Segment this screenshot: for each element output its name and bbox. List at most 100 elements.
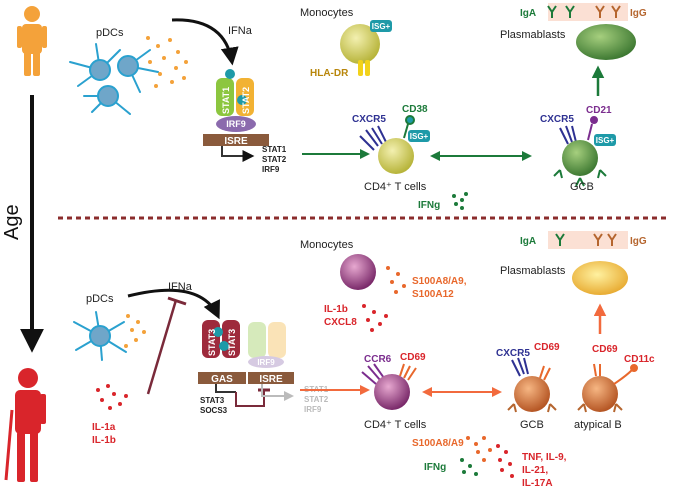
top-ifna-arrow — [171, 18, 239, 66]
top-monocyte-cell — [340, 24, 380, 64]
bottom-gene-socs3: SOCS3 — [200, 406, 228, 415]
il1-inhibition-line — [146, 299, 178, 395]
bottom-gas-label: GAS — [211, 374, 233, 385]
bottom-t-s100-label: S100A8/A9 — [412, 438, 464, 449]
top-plasmablasts-label: Plasmablasts — [500, 29, 566, 41]
bottom-cytokines-line-2: IL-21, — [522, 465, 548, 476]
top-gcb-cxcr5-label: CXCR5 — [540, 114, 574, 125]
top-transcription-arrow — [221, 146, 255, 162]
bottom-stat3-b-label: STAT3 — [227, 329, 237, 356]
bottom-t-cd69-receptor-icon — [399, 363, 417, 381]
bottom-cxcl8-label: CXCL8 — [324, 317, 357, 328]
top-t-cxcr5-label: CXCR5 — [352, 114, 386, 125]
top-ifng-dots — [452, 192, 468, 210]
top-cd21-label: CD21 — [586, 105, 612, 116]
bottom-igg-antibody-icons — [593, 233, 617, 246]
top-gene-3: IRF9 — [262, 165, 280, 174]
atypical-b-bcr-icons — [577, 403, 623, 413]
bottom-plasmablasts-label: Plasmablasts — [500, 265, 566, 277]
top-gcb-cell — [562, 140, 598, 176]
bottom-t-cell — [374, 374, 410, 410]
bottom-gcb-label: GCB — [520, 419, 544, 431]
bottom-gcb-bcr-icons — [507, 403, 557, 413]
il1a-label: IL-1a — [92, 422, 116, 433]
top-igg-label: IgG — [630, 8, 647, 19]
bottom-ifna-arrow — [127, 288, 220, 320]
top-t-isg-badge — [408, 130, 430, 142]
bottom-isre-label: ISRE — [259, 374, 283, 385]
bottom-pdcs-label: pDCs — [86, 293, 114, 305]
bottom-stat3-complex: STAT3 STAT3 — [202, 320, 240, 358]
bottom-t-ifng-dots — [460, 458, 478, 476]
top-cd21-receptor-icon — [587, 116, 598, 141]
top-gcb-cxcr5-receptor-icon — [559, 125, 577, 145]
bottom-gcb-cxcr5-label: CXCR5 — [496, 348, 530, 359]
top-pdcs-label: pDCs — [96, 27, 124, 39]
top-monocyte-isg-badge — [370, 20, 392, 32]
bottom-faded-stat-complex: IRF9 — [248, 322, 286, 368]
top-stat2-label: STAT2 — [241, 87, 251, 114]
ccr6-label: CCR6 — [364, 354, 392, 365]
bottom-plasmablast-cell — [572, 261, 628, 295]
bottom-iga-antibody-icon — [555, 233, 565, 246]
bottom-cytokines-line-1: TNF, IL-9, — [522, 452, 567, 463]
atypical-b-label: atypical B — [574, 419, 622, 431]
bottom-isre-bar — [248, 372, 294, 384]
bottom-stat3-transcription-arrow — [215, 384, 236, 393]
bottom-s100-line-1: S100A8/A9, — [412, 276, 467, 287]
top-ifng-label: IFNg — [418, 200, 440, 211]
top-gcb-label: GCB — [570, 181, 594, 193]
bottom-faded-gene-3: IRF9 — [304, 405, 322, 414]
bottom-faded-transcription-arrow — [261, 384, 294, 401]
bottom-gene-stat3: STAT3 — [200, 396, 225, 405]
old-person-icon — [4, 368, 46, 482]
bottom-t-cytokine-dots — [496, 444, 514, 478]
bottom-ifna-label: IFNa — [168, 281, 193, 293]
bottom-pdc-icon — [73, 311, 127, 361]
bottom-gcb-cd69-receptor-icon — [539, 365, 551, 381]
top-t-isg-label: ISG+ — [410, 132, 429, 141]
bottom-t-s100-dots — [466, 436, 492, 462]
top-gcb-isg-label: ISG+ — [596, 136, 615, 145]
top-ifna-dots — [146, 36, 188, 88]
bottom-socs3-inhibition — [235, 390, 265, 407]
cd11c-receptor-icon — [613, 364, 638, 385]
bottom-ifna-dots — [124, 314, 146, 348]
top-isre-label: ISRE — [224, 136, 248, 147]
top-monocytes-label: Monocytes — [300, 7, 354, 19]
hla-dr-receptor-icon — [358, 60, 370, 76]
bottom-iga-label: IgA — [520, 236, 536, 247]
il1b-label: IL-1b — [92, 435, 116, 446]
top-cd38-receptor-icon — [403, 115, 415, 139]
bottom-faded-irf9-label: IRF9 — [257, 358, 275, 367]
top-gcb-bcr-icons — [553, 169, 607, 187]
top-ifna-label: IFNa — [228, 25, 253, 37]
age-label: Age — [1, 204, 23, 240]
top-isre-bar — [203, 134, 269, 146]
bottom-gcb-cxcr5-receptor-icon — [511, 357, 529, 377]
bottom-monocyte-s100-dots — [386, 266, 406, 294]
bottom-gcb-cell — [514, 376, 550, 412]
top-pdc-cluster-icon — [69, 43, 159, 115]
hla-dr-label: HLA-DR — [310, 68, 349, 79]
bottom-ifng-label: IFNg — [424, 462, 446, 473]
bottom-cd4-t-label: CD4⁺ T cells — [364, 419, 427, 431]
bottom-il1-dots — [96, 384, 128, 410]
top-stat1-label: STAT1 — [221, 87, 231, 114]
atypical-b-cd69-receptor-icon — [593, 363, 601, 377]
top-igg-antibody-icons — [595, 5, 621, 18]
atypical-b-cell — [582, 376, 618, 412]
top-monocyte-isg-label: ISG+ — [372, 22, 391, 31]
top-cxcr5-receptor-icon — [359, 125, 387, 151]
top-gcb-isg-badge — [594, 134, 616, 146]
cd11c-label: CD11c — [624, 354, 655, 365]
bottom-monocyte-cell — [340, 254, 376, 290]
top-t-cell — [378, 138, 414, 174]
top-iga-antibody-icons — [547, 5, 575, 18]
bottom-monocyte-il1b-dots — [362, 304, 388, 332]
top-gene-2: STAT2 — [262, 155, 287, 164]
young-person-icon — [17, 6, 47, 76]
top-stat-complex: STAT1 STAT2 IRF9 — [216, 69, 256, 132]
